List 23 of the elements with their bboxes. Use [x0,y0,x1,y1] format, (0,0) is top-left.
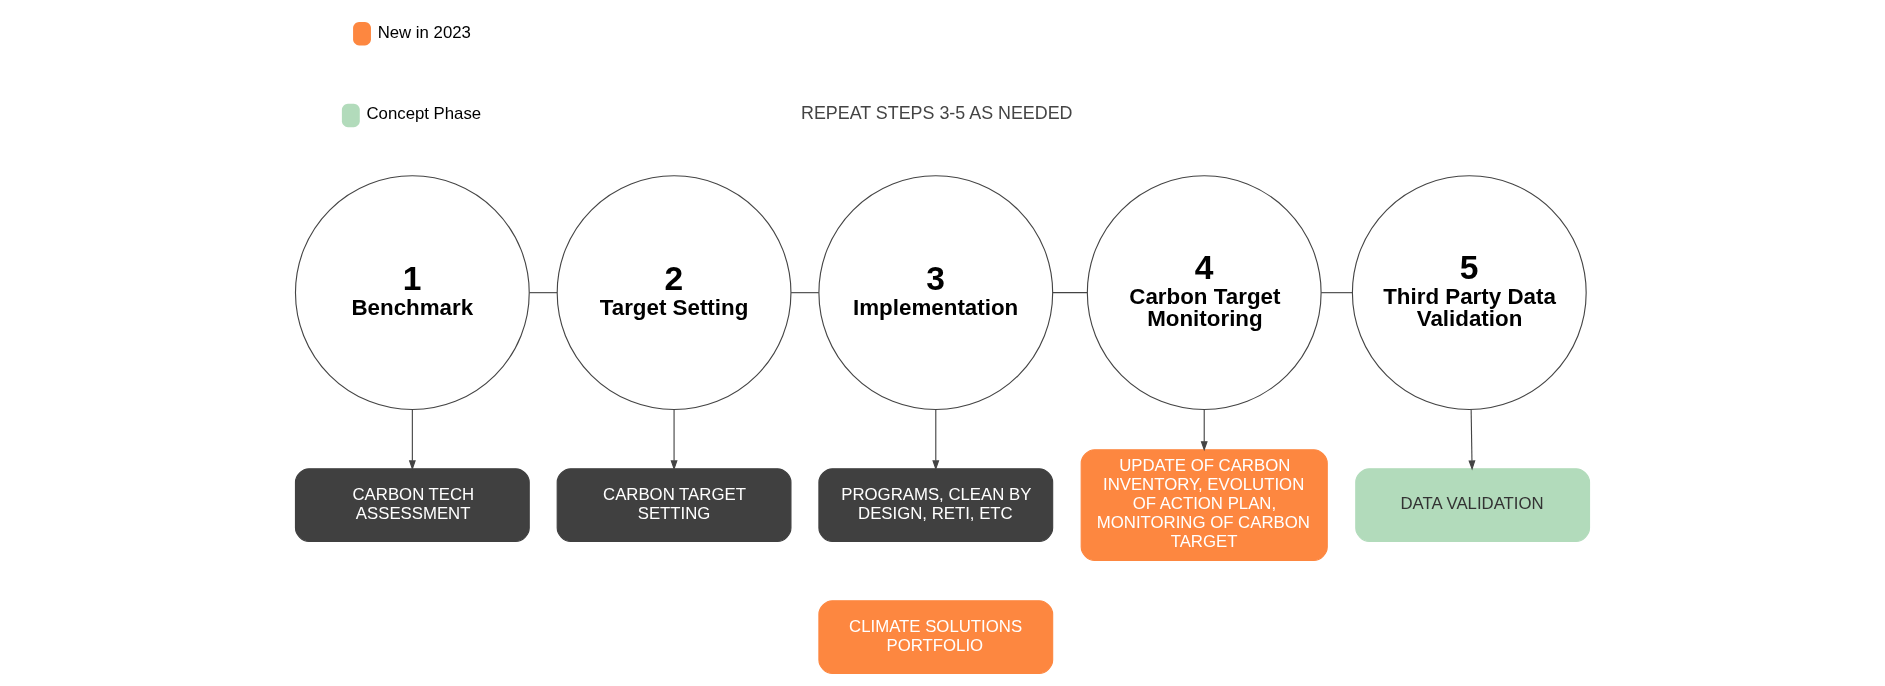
arrow [1468,409,1476,471]
connector [1052,292,1088,294]
legend-label: Concept Phase [366,104,482,124]
legend-label: New in 2023 [377,22,471,42]
node-box: CLIMATE SOLUTIONS PORTFOLIO [818,600,1054,675]
node-circle: 4 Carbon Target Monitoring [1086,175,1322,411]
node-circle: 2 Target Setting [556,175,792,411]
connector [790,292,820,294]
connector [1320,292,1353,294]
node-circle: 3 Implementation [818,175,1054,411]
connector [528,292,558,294]
arrow [1200,409,1208,452]
node-box: CARBON TARGET SETTING [556,468,792,543]
node-circle: 5 Third Party Data Validation [1351,175,1587,411]
node-box: CARBON TECH ASSESSMENT [294,468,530,543]
label: REPEAT STEPS 3-5 AS NEEDED [801,103,1073,124]
node-box: DATA VALIDATION [1355,468,1591,543]
node-box: UPDATE OF CARBON INVENTORY, EVOLUTION OF ACTION PLAN, MONITORING OF CARBON TARGET [1080,449,1328,562]
node-box: PROGRAMS, CLEAN BY DESIGN, RETI, ETC [818,468,1054,543]
arrow [932,409,940,471]
arrow [670,409,678,471]
arrow [408,409,416,471]
node-circle: 1 Benchmark [294,175,530,411]
